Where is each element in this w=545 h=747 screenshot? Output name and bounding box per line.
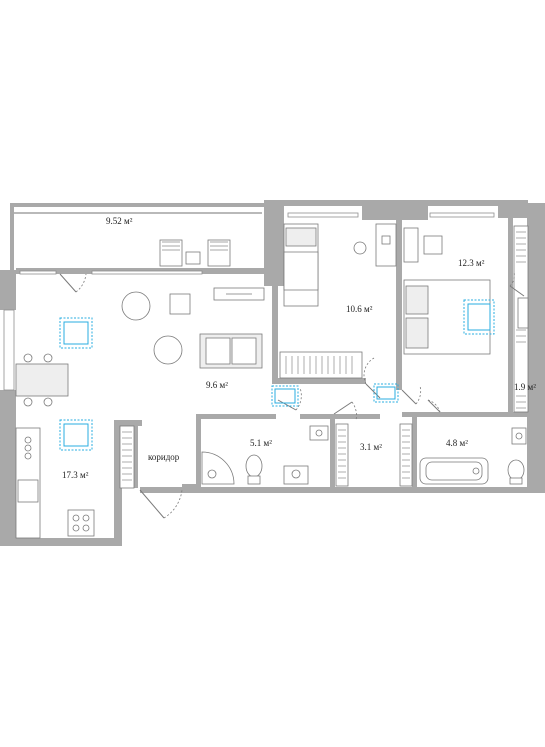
label-closet: 1.9 м² [514, 382, 536, 392]
wardrobe-room [335, 423, 413, 487]
balcony [10, 203, 266, 271]
bed-2 [403, 279, 491, 355]
inner-walls [130, 218, 530, 490]
entrance-door [139, 489, 183, 519]
closet-rack [513, 225, 529, 413]
bath-2-fixtures [419, 427, 527, 485]
tv-stand [213, 287, 265, 301]
kitchen-counter [15, 427, 95, 539]
sofa [199, 333, 263, 369]
label-bedroom-2: 12.3 м² [458, 258, 485, 268]
dining-table [15, 353, 69, 407]
label-kitchen-living: 17.3 м² [62, 470, 89, 480]
label-balcony: 9.52 м² [106, 216, 133, 226]
wardrobe-1 [279, 351, 363, 379]
label-bath-1: 5.1 м² [250, 438, 272, 448]
label-living: 9.6 м² [206, 380, 228, 390]
label-bath-2: 4.8 м² [446, 438, 468, 448]
bath-1-fixtures [201, 425, 329, 485]
doors [59, 271, 525, 421]
room-labels: 9.52 м² 17.3 м² 9.6 м² 10.6 м² 12.3 м² к… [62, 216, 536, 480]
desk [353, 223, 397, 267]
label-wardrobe: 3.1 м² [360, 442, 382, 452]
light-markers [59, 299, 495, 451]
bed-1 [283, 223, 319, 307]
corridor-wardrobe [119, 425, 135, 489]
label-corridor: коридор [148, 452, 180, 462]
dresser [403, 227, 443, 263]
armchairs [121, 291, 191, 365]
label-bedroom-1: 10.6 м² [346, 304, 373, 314]
outer-walls [0, 200, 545, 546]
